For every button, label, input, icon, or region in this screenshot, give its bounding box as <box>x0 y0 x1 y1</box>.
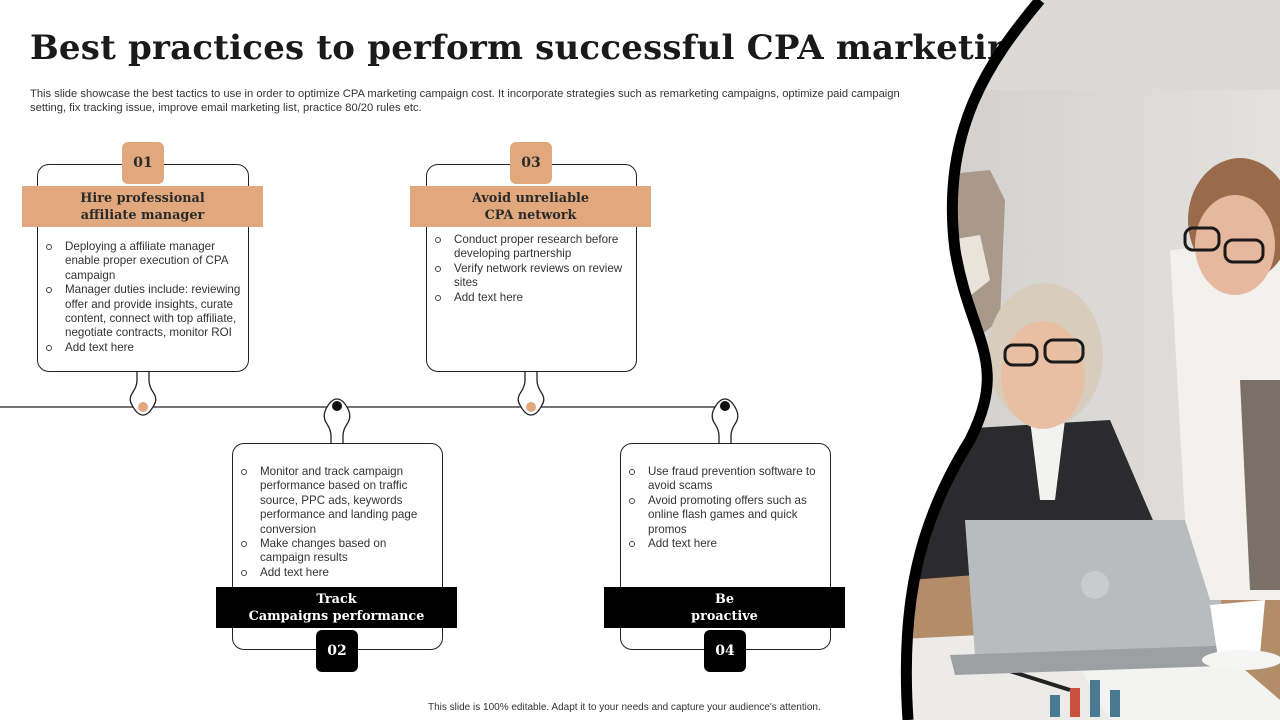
step-04-number-badge: 04 <box>704 630 746 672</box>
step-02-heading: Track Campaigns performance <box>216 587 457 628</box>
list-item: Monitor and track campaign performance b… <box>233 465 433 537</box>
timeline-dot-02 <box>332 401 342 411</box>
step-02-number-badge: 02 <box>316 630 358 672</box>
list-item: Avoid promoting offers such as online fl… <box>621 494 821 537</box>
slide-subtitle: This slide showcase the best tactics to … <box>30 88 900 114</box>
step-02-heading-line2: Campaigns performance <box>248 608 425 624</box>
list-item: Add text here <box>621 537 821 551</box>
list-item: Add text here <box>233 566 433 580</box>
step-03-heading-line2: CPA network <box>484 207 577 223</box>
step-04-heading-line1: Be <box>715 591 734 607</box>
timeline-dot-03 <box>526 402 536 412</box>
list-item: Use fraud prevention software to avoid s… <box>621 465 821 494</box>
step-03-heading-line1: Avoid unreliable <box>471 190 590 206</box>
step-01-bullets: Deploying a affiliate manager enable pro… <box>38 240 252 355</box>
step-04-bullets: Use fraud prevention software to avoid s… <box>621 465 821 551</box>
step-03-heading: Avoid unreliable CPA network <box>410 186 651 227</box>
step-02-bullets: Monitor and track campaign performance b… <box>233 465 433 580</box>
list-item: Add text here <box>427 291 627 305</box>
list-item: Deploying a affiliate manager enable pro… <box>38 240 252 283</box>
connector-02 <box>323 398 351 444</box>
list-item: Manager duties include: reviewing offer … <box>38 283 252 341</box>
timeline-dot-04 <box>720 401 730 411</box>
slide-title: Best practices to perform successful CPA… <box>30 28 1036 68</box>
step-01-heading-line2: affiliate manager <box>80 207 205 223</box>
step-04-heading: Be proactive <box>604 587 845 628</box>
connector-01 <box>129 372 157 416</box>
step-01-heading-line1: Hire professional <box>80 190 205 206</box>
timeline-dot-01 <box>138 402 148 412</box>
connector-03 <box>517 372 545 416</box>
photo-frame-curve <box>900 0 1045 720</box>
list-item: Verify network reviews on review sites <box>427 262 627 291</box>
step-01-number-badge: 01 <box>122 142 164 184</box>
footer-note: This slide is 100% editable. Adapt it to… <box>428 702 821 713</box>
timeline <box>0 372 739 444</box>
list-item: Conduct proper research before developin… <box>427 233 627 262</box>
connector-04 <box>711 398 739 444</box>
step-02-heading-line1: Track <box>316 591 357 607</box>
list-item: Make changes based on campaign results <box>233 537 433 566</box>
step-01-heading: Hire professional affiliate manager <box>22 186 263 227</box>
office-photo <box>900 0 1280 720</box>
list-item: Add text here <box>38 341 252 355</box>
step-04-heading-line2: proactive <box>691 608 758 624</box>
step-03-number-badge: 03 <box>510 142 552 184</box>
step-03-bullets: Conduct proper research before developin… <box>427 233 627 305</box>
